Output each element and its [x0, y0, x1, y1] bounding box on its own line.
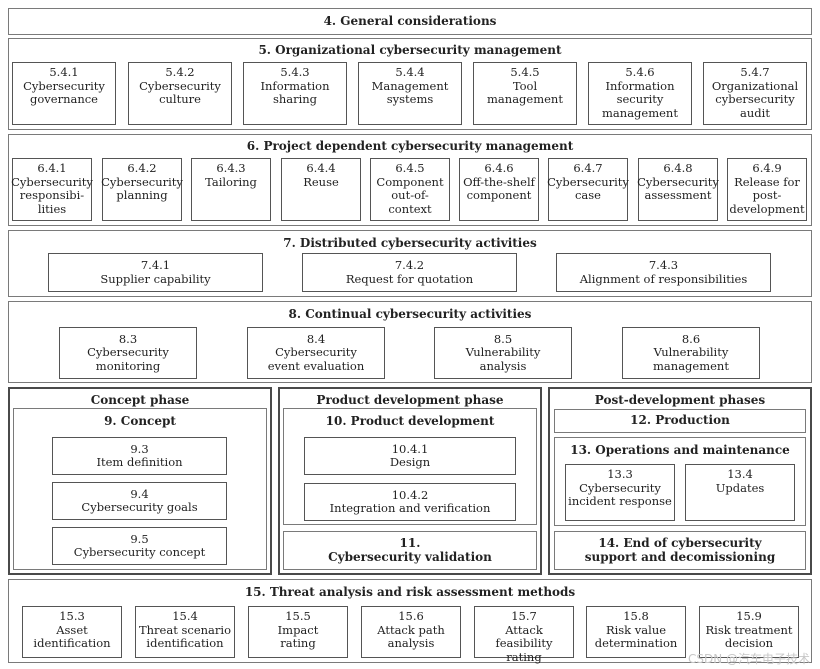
clause-6-4-2: 6.4.2 Cybersecurity planning: [101, 158, 183, 221]
section-15-title: 15. Threat analysis and risk assessment …: [244, 585, 576, 599]
clause-15-6: 15.6 Attack path analysis: [361, 606, 461, 658]
clause-15-5: 15.5 Impact rating: [248, 606, 348, 658]
clause-11-validation: 11. Cybersecurity validation: [283, 531, 537, 570]
clause-5-4-3: 5.4.3 Information sharing: [243, 62, 347, 125]
clause-6-4-5: 6.4.5 Component out-of-context: [370, 158, 450, 221]
post-phase-label: Post-development phases: [594, 393, 766, 407]
clause-10-title: 10. Product development: [325, 414, 495, 428]
section-6-title: 6. Project dependent cybersecurity manag…: [246, 139, 574, 153]
clause-15-9: 15.9 Risk treatment decision: [699, 606, 799, 658]
clause-5-4-1: 5.4.1 Cybersecurity governance: [12, 62, 116, 125]
clause-6-4-7: 6.4.7 Cybersecurity case: [547, 158, 629, 221]
clause-15-3: 15.3 Asset identification: [22, 606, 122, 658]
clause-6-4-6: 6.4.6 Off-the-shelf component: [459, 158, 539, 221]
product-phase-label: Product development phase: [316, 393, 504, 407]
clause-6-4-4: 6.4.4 Reuse: [281, 158, 361, 221]
clause-13-title: 13. Operations and maintenance: [570, 443, 790, 457]
section-8-title: 8. Continual cybersecurity activities: [288, 307, 532, 321]
section-5-title: 5. Organizational cybersecurity manageme…: [258, 43, 562, 57]
clause-15-4: 15.4 Threat scenario identification: [135, 606, 235, 658]
clause-8-3: 8.3 Cybersecurity monitoring: [59, 327, 197, 379]
clause-10-4-1: 10.4.1 Design: [304, 437, 516, 475]
clause-8-4: 8.4 Cybersecurity event evaluation: [247, 327, 385, 379]
clause-6-4-3: 6.4.3 Tailoring: [191, 158, 271, 221]
clause-5-4-7: 5.4.7 Organizational cybersecurity audit: [703, 62, 807, 125]
clause-15-8: 15.8 Risk value determination: [586, 606, 686, 658]
clause-5-4-5: 5.4.5 Tool management: [473, 62, 577, 125]
clause-13-4: 13.4 Updates: [685, 464, 795, 521]
clause-6-4-8: 6.4.8 Cybersecurity assessment: [637, 158, 719, 221]
clause-6-4-9: 6.4.9 Release for post- development: [727, 158, 807, 221]
section-7-title: 7. Distributed cybersecurity activities: [283, 236, 537, 250]
clause-8-5: 8.5 Vulnerability analysis: [434, 327, 572, 379]
clause-8-6: 8.6 Vulnerability management: [622, 327, 760, 379]
clause-10-4-2: 10.4.2 Integration and verification: [304, 483, 516, 521]
section-4-title: 4. General considerations: [323, 14, 497, 28]
clause-5-4-6: 5.4.6 Information security management: [588, 62, 692, 125]
concept-phase-label: Concept phase: [90, 393, 190, 407]
clause-6-4-1: 6.4.1 Cybersecurity responsibi- lities: [11, 158, 93, 221]
clause-13-3: 13.3 Cybersecurity incident response: [565, 464, 675, 521]
clause-15-7: 15.7 Attack feasibility rating: [474, 606, 574, 663]
clause-9-5: 9.5 Cybersecurity concept: [52, 527, 227, 565]
clause-12-production: 12. Production: [554, 409, 806, 433]
clause-14-end-of-support: 14. End of cybersecurity support and dec…: [554, 531, 806, 570]
clause-7-4-1: 7.4.1 Supplier capability: [48, 253, 263, 292]
clause-7-4-2: 7.4.2 Request for quotation: [302, 253, 517, 292]
clause-5-4-2: 5.4.2 Cybersecurity culture: [128, 62, 232, 125]
clause-9-3: 9.3 Item definition: [52, 437, 227, 475]
clause-9-title: 9. Concept: [104, 414, 176, 428]
section-4-general-considerations: 4. General considerations: [8, 8, 812, 35]
watermark: CSDN @汽车电子技术: [687, 652, 810, 666]
clause-9-4: 9.4 Cybersecurity goals: [52, 482, 227, 520]
clause-5-4-4: 5.4.4 Management systems: [358, 62, 462, 125]
clause-7-4-3: 7.4.3 Alignment of responsibilities: [556, 253, 771, 292]
